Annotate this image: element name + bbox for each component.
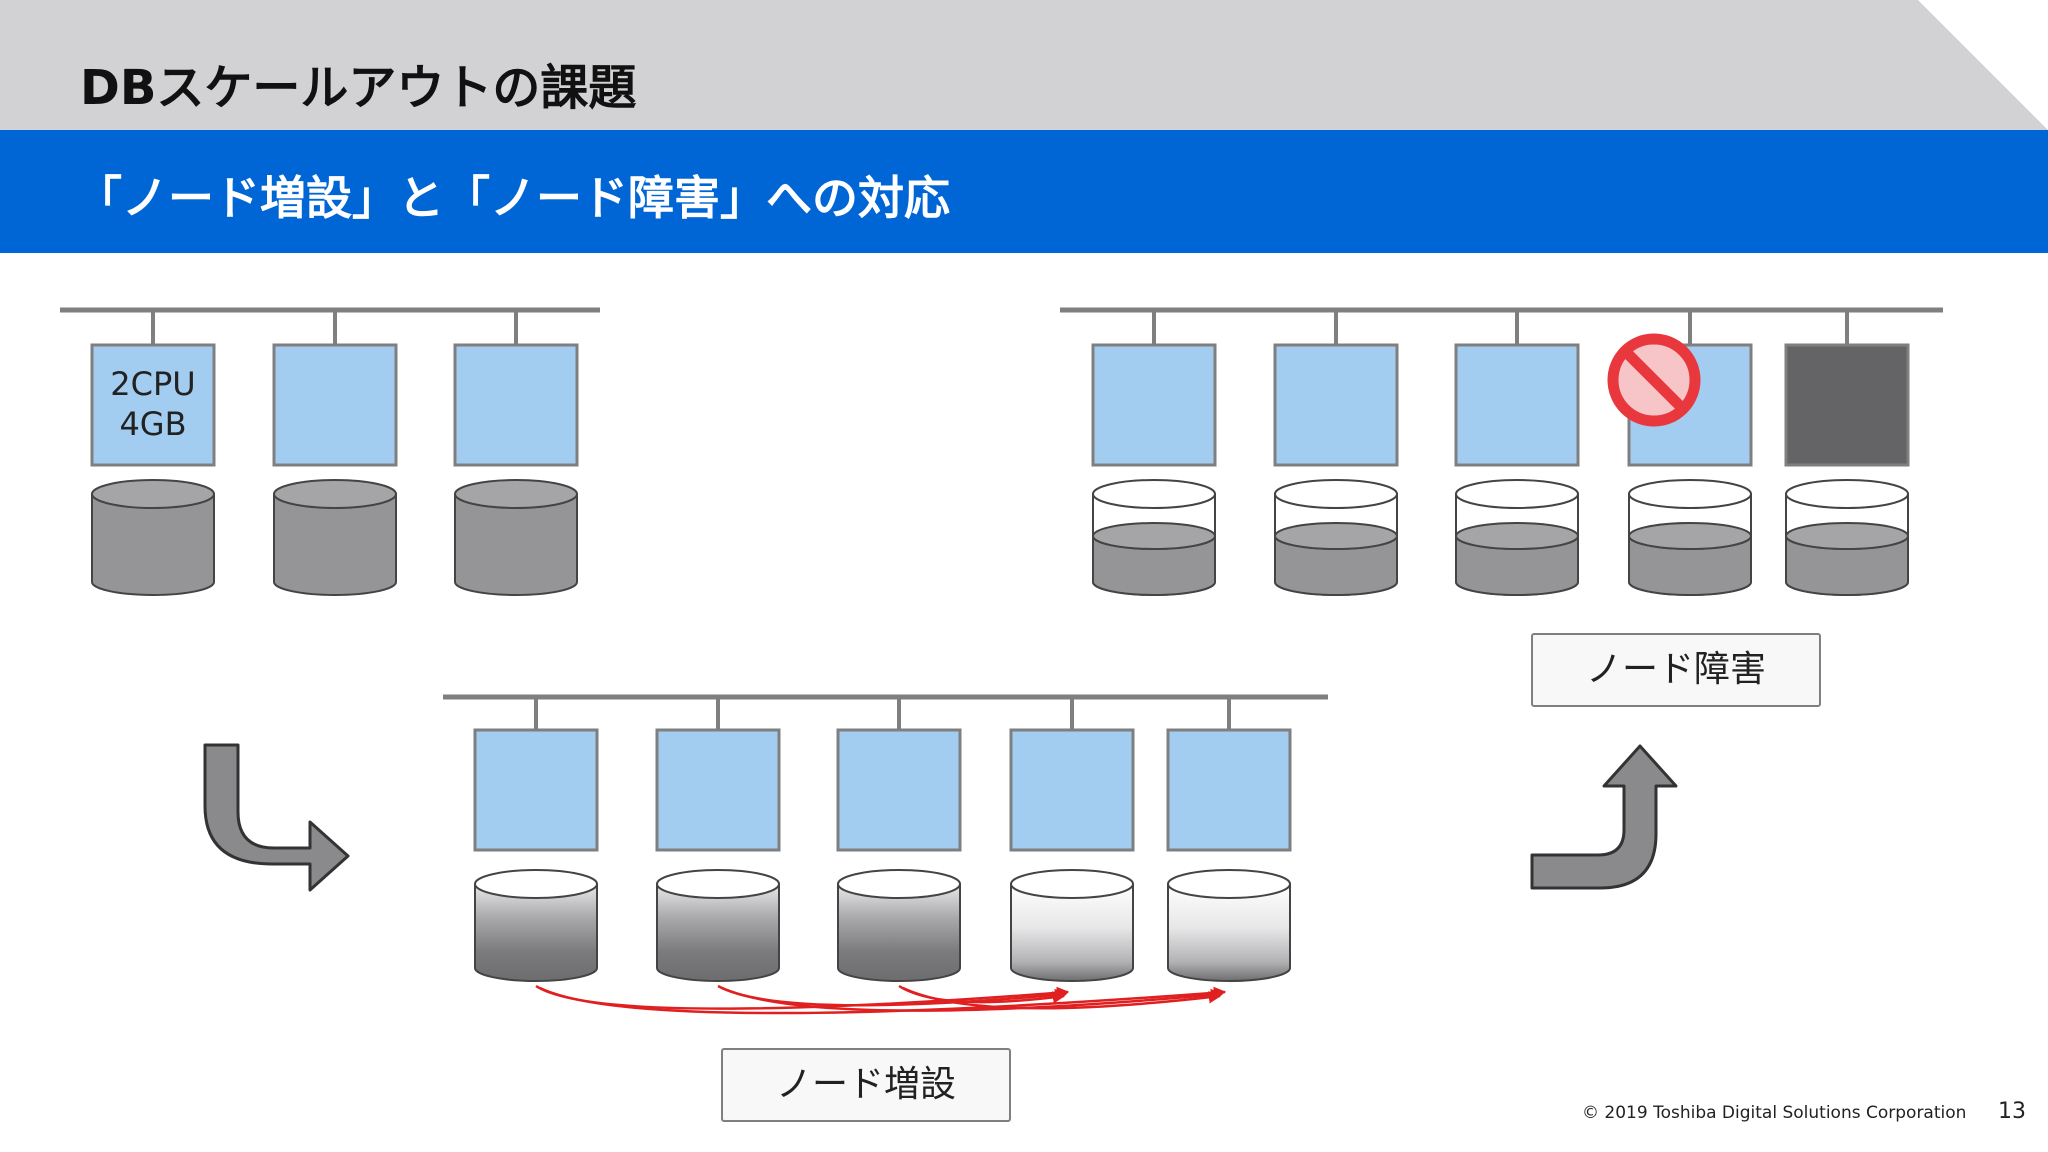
database-disk xyxy=(1628,479,1752,596)
server-box xyxy=(1009,728,1135,852)
node-addition-label: ノード増設 xyxy=(721,1048,1011,1122)
failure-cluster xyxy=(1060,307,1943,596)
turn-up-arrow-icon xyxy=(1530,744,1678,890)
server-box xyxy=(473,728,599,852)
failure-node-1 xyxy=(1091,310,1217,596)
slide-title: DBスケールアウトの課題 xyxy=(80,60,637,116)
scaled-node-2 xyxy=(655,697,781,982)
database-disk xyxy=(454,479,578,596)
scaled-node-4-new xyxy=(1009,697,1135,982)
database-disk xyxy=(474,869,598,982)
data-redistribution-arrows xyxy=(535,984,1227,1015)
database-disk xyxy=(273,479,397,596)
server-box xyxy=(90,343,216,467)
node-memory-label: 4GB xyxy=(119,405,187,443)
scaled-node-3 xyxy=(836,697,962,982)
database-disk xyxy=(656,869,780,982)
server-box xyxy=(1273,343,1399,467)
failure-node-5-failed xyxy=(1784,310,1910,596)
database-disk xyxy=(837,869,961,982)
copyright-footer: © 2019 Toshiba Digital Solutions Corpora… xyxy=(1582,1103,1967,1123)
database-disk xyxy=(1455,479,1579,596)
server-box xyxy=(655,728,781,852)
slide-subtitle: 「ノード増設」と「ノード障害」への対応 xyxy=(76,171,950,225)
failed-server-box xyxy=(1784,343,1910,467)
scaled-out-cluster xyxy=(443,694,1328,1015)
header-corner-cut xyxy=(1918,0,2048,130)
server-box xyxy=(836,728,962,852)
initial-node-1 xyxy=(90,310,216,596)
failure-node-2 xyxy=(1273,310,1399,596)
server-box xyxy=(453,343,579,467)
server-box xyxy=(1454,343,1580,467)
scaled-node-5-new xyxy=(1166,697,1292,982)
initial-node-2 xyxy=(272,310,398,596)
turn-right-arrow-icon xyxy=(203,743,350,892)
node-failure-label: ノード障害 xyxy=(1531,633,1821,707)
failure-node-4-blocked xyxy=(1607,310,1753,596)
database-disk xyxy=(1785,479,1909,596)
scaled-node-1 xyxy=(473,697,599,982)
initial-cluster xyxy=(60,307,600,596)
subtitle-band xyxy=(0,130,2048,253)
header-bar xyxy=(0,0,2048,130)
database-disk xyxy=(1167,869,1291,982)
server-box xyxy=(1091,343,1217,467)
node-spec-label: 2CPU 4GB xyxy=(93,364,213,444)
node-cpu-label: 2CPU xyxy=(110,365,196,403)
failure-node-3 xyxy=(1454,310,1580,596)
initial-node-3 xyxy=(453,310,579,596)
database-disk xyxy=(1010,869,1134,982)
database-disk xyxy=(1092,479,1216,596)
database-disk xyxy=(1274,479,1398,596)
database-disk xyxy=(91,479,215,596)
server-box xyxy=(1166,728,1292,852)
server-box xyxy=(272,343,398,467)
prohibited-icon xyxy=(1607,333,1701,427)
page-number: 13 xyxy=(1998,1099,2026,1124)
